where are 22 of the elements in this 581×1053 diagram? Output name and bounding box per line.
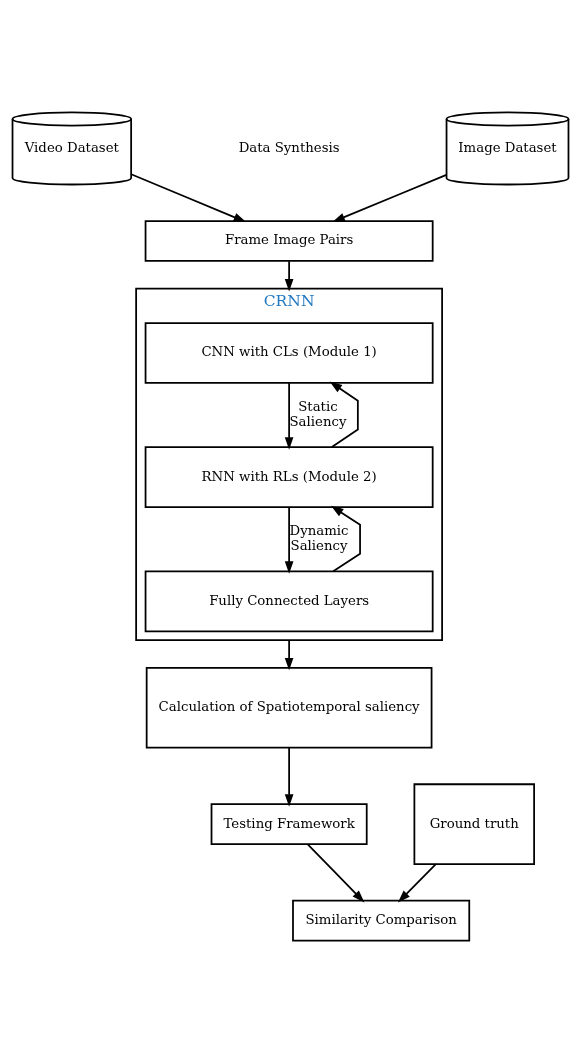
node-box: Frame Image Pairs — [144, 220, 434, 262]
arrow — [329, 381, 359, 448]
arrow — [284, 382, 294, 450]
arrow — [306, 843, 365, 903]
node-box: Similarity Comparison — [292, 899, 471, 942]
node-box: CNN with CLs (Module 1) — [144, 322, 434, 384]
arrow — [284, 746, 294, 807]
edge-label: Static Saliency — [289, 399, 347, 429]
node-box: Testing Framework — [210, 803, 368, 845]
node-box: Ground truth — [413, 783, 535, 865]
edge-label: Dynamic Saliency — [289, 523, 349, 553]
label: Data Synthesis — [238, 139, 340, 155]
arrow — [284, 506, 294, 574]
arrow — [130, 173, 247, 223]
arrow — [397, 863, 437, 903]
arrow — [331, 505, 361, 573]
node-box: RNN with RLs (Module 2) — [144, 446, 434, 508]
node-box: Calculation of Spatiotemporal saliency — [145, 666, 433, 749]
node-box: Fully Connected Layers — [144, 570, 434, 633]
arrow — [284, 260, 294, 292]
arrow — [332, 173, 448, 222]
arrow — [284, 639, 294, 671]
